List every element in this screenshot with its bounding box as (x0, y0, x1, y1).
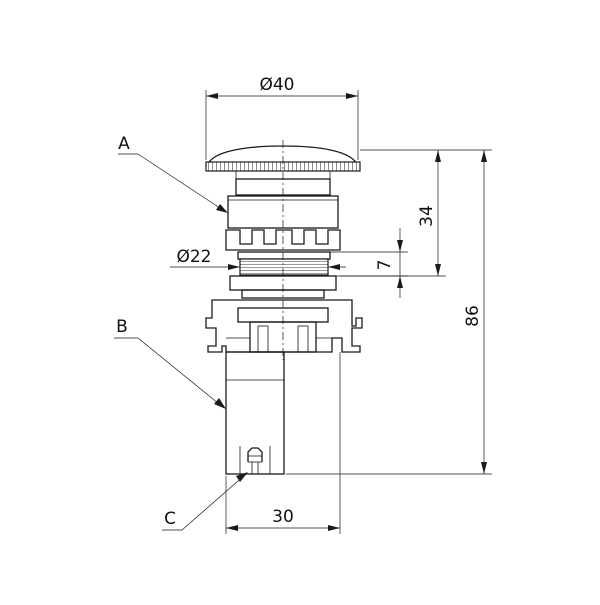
upper-height-label: 34 (417, 205, 437, 227)
callout-c-label: C (164, 509, 176, 529)
dimension-body-width: 30 (225, 352, 341, 534)
callout-b: B (114, 317, 226, 409)
thread-height-label: 7 (375, 260, 395, 271)
mushroom-cap (205, 145, 361, 196)
dimension-bezel-diameter: Ø22 (170, 247, 346, 270)
contact-block-adapter (205, 299, 363, 353)
dimension-overall-height: 86 (286, 149, 492, 475)
callout-a-label: A (118, 134, 130, 154)
callout-a: A (118, 134, 228, 213)
dimension-cap-diameter: Ø40 (205, 75, 359, 160)
overall-height-label: 86 (463, 305, 483, 327)
cap-diameter-label: Ø40 (259, 75, 294, 95)
contact-body (225, 351, 285, 475)
dimension-thread-height: 7 (330, 228, 408, 298)
callout-b-label: B (116, 317, 128, 337)
bezel-diameter-label: Ø22 (176, 247, 211, 267)
body-width-label: 30 (272, 507, 294, 527)
callout-c: C (162, 472, 248, 531)
terminal-screw (247, 447, 263, 474)
